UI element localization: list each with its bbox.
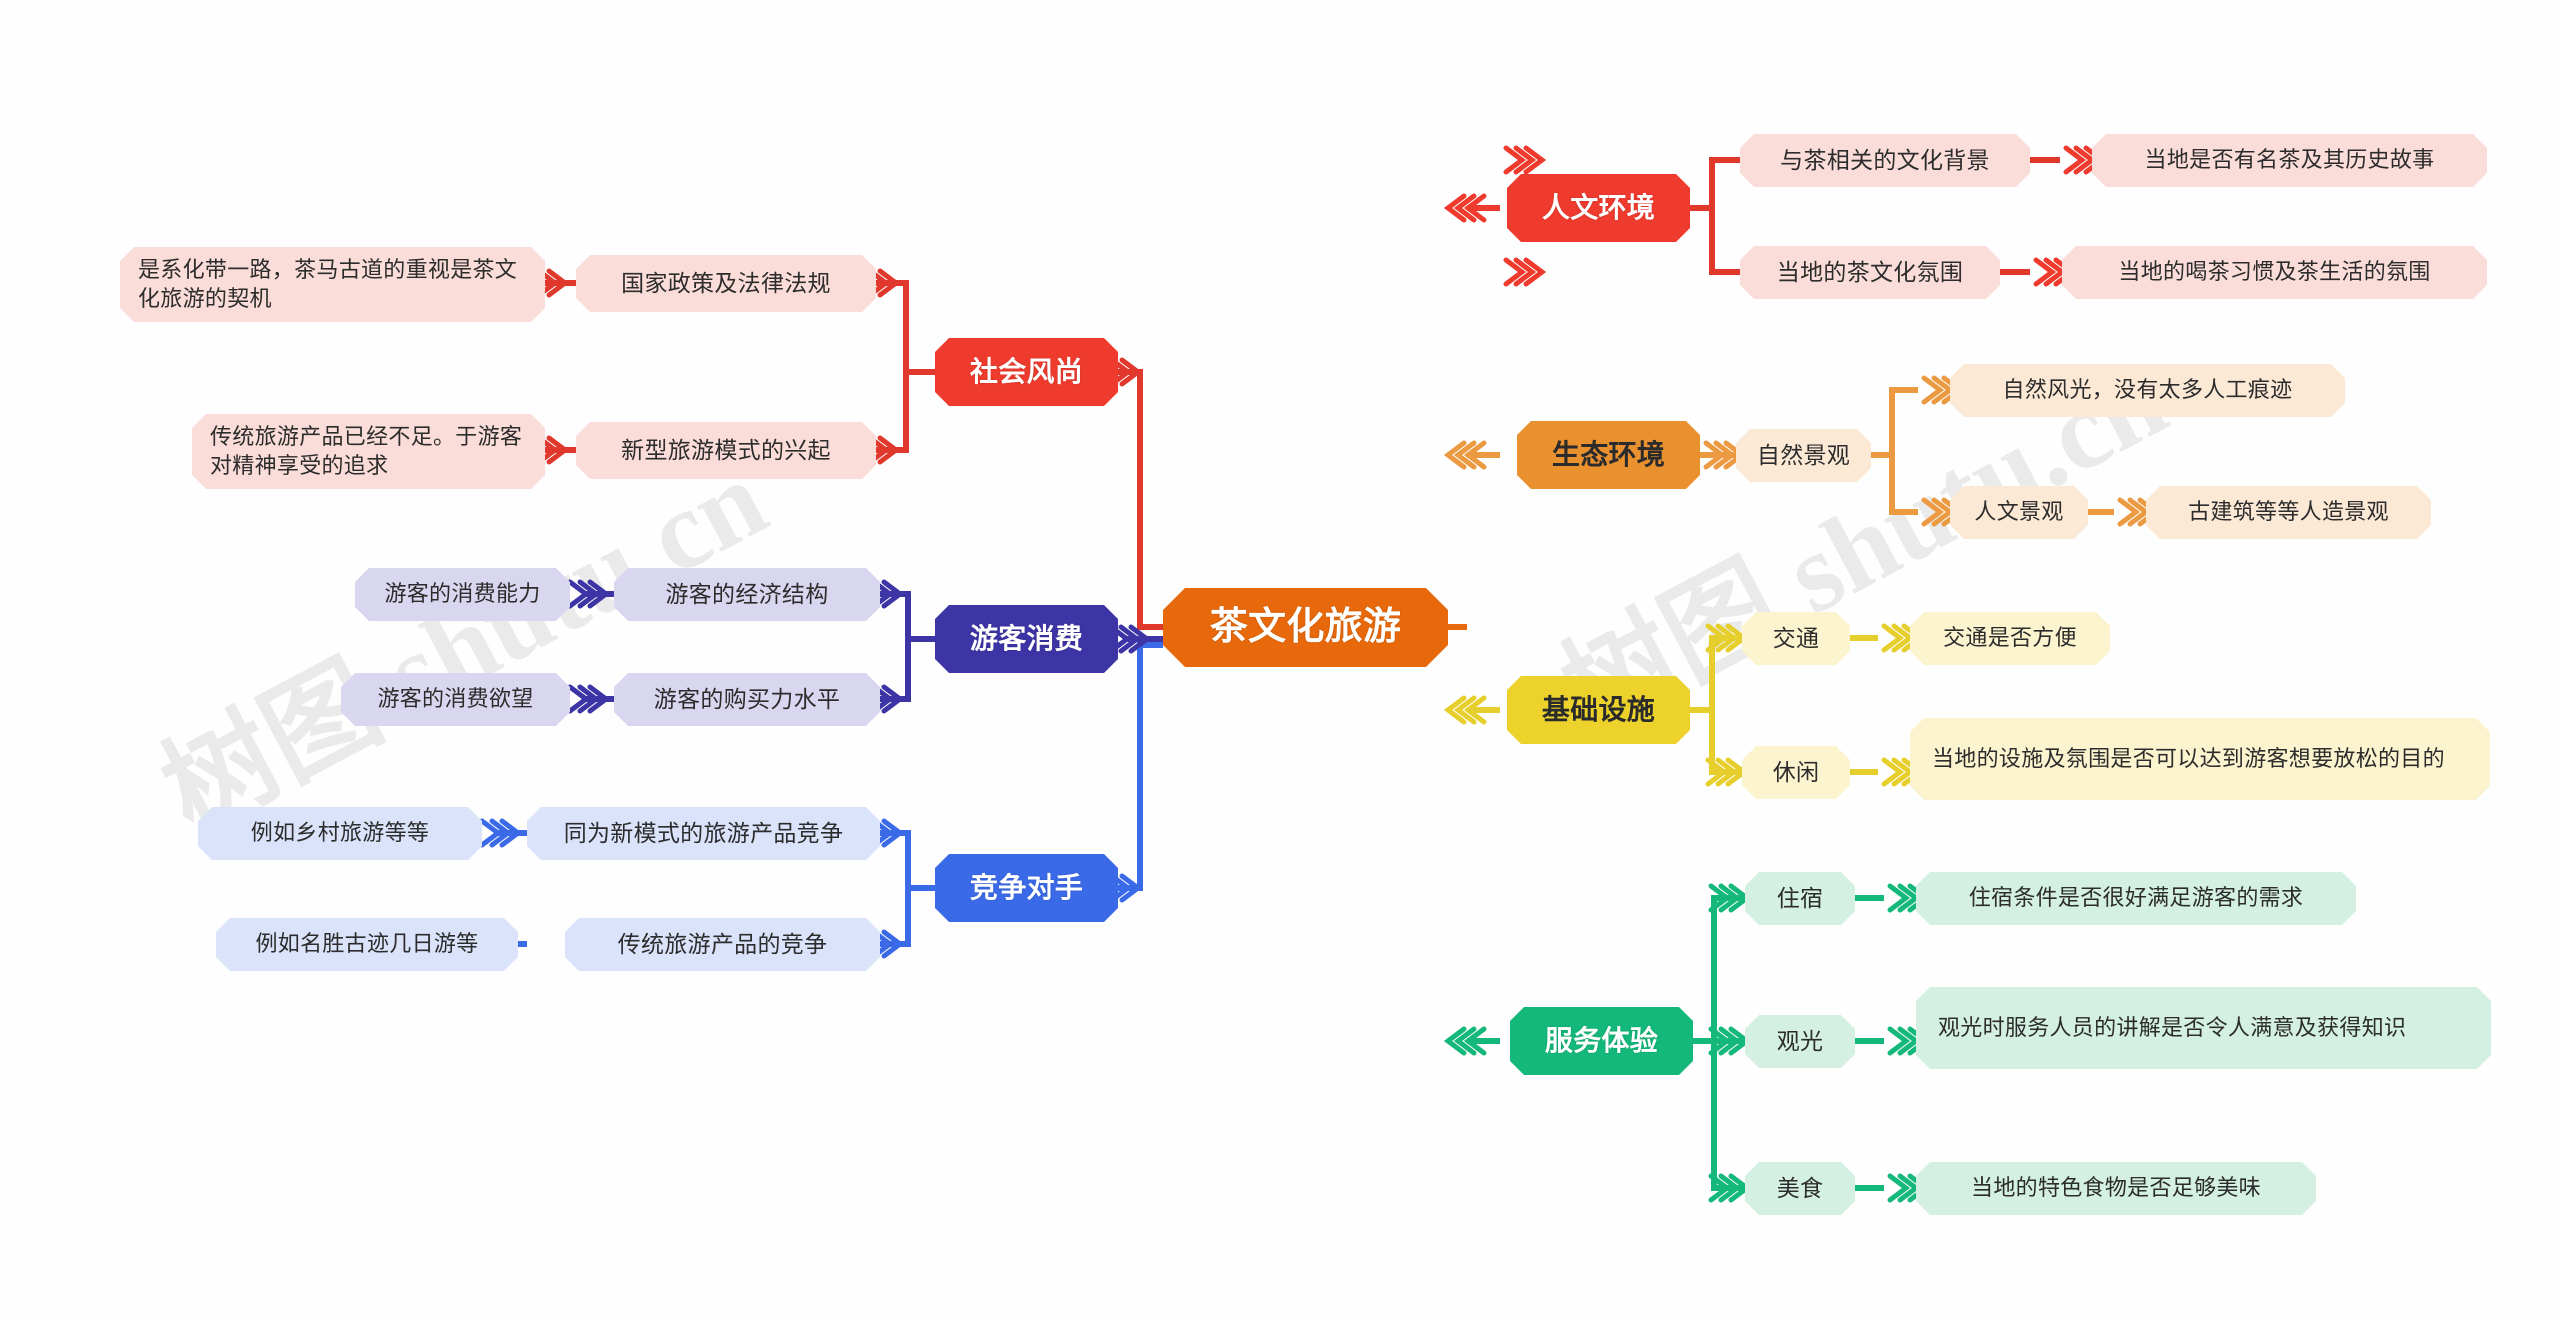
node-consumption-ability[interactable]: 游客的消费能力 [355,568,570,621]
node-tea-cultural-background[interactable]: 与茶相关的文化背景 [1740,134,2030,187]
branch-label: 游客消费 [969,623,1084,655]
node-accommodation-quality[interactable]: 住宿条件是否很好满足游客的需求 [1916,872,2356,925]
node-transportation[interactable]: 交通 [1742,612,1850,665]
node-label: 当地的特色食物是否足够美味 [1971,1175,2261,1201]
node-transport-convenience[interactable]: 交通是否方便 [1910,612,2110,665]
node-famous-tea-history[interactable]: 当地是否有名茶及其历史故事 [2092,134,2487,187]
node-label: 例如名胜古迹几日游等 [255,931,479,957]
branch-tourist-consumption[interactable]: 游客消费 [935,605,1118,673]
node-label: 住宿条件是否很好满足游客的需求 [1968,885,2304,911]
node-new-tourism-mode[interactable]: 新型旅游模式的兴起 [576,422,876,479]
node-local-tea-atmosphere[interactable]: 当地的茶文化氛围 [1740,246,2000,299]
node-rural-tourism-example[interactable]: 例如乡村旅游等等 [198,807,482,860]
node-label: 观光时服务人员的讲解是否令人满意及获得知识 [1938,1014,2407,1040]
node-label: 休闲 [1772,758,1820,785]
branch-label: 社会风尚 [969,356,1084,388]
node-national-policy[interactable]: 国家政策及法律法规 [576,255,876,312]
node-label: 交通 [1772,624,1820,651]
branch-competitors[interactable]: 竞争对手 [935,854,1118,922]
branch-social-fashion[interactable]: 社会风尚 [935,338,1118,406]
node-label: 美食 [1776,1174,1824,1201]
branch-label: 基础设施 [1541,694,1656,726]
node-cultural-landscape[interactable]: 人文景观 [1950,486,2088,539]
node-label: 国家政策及法律法规 [621,269,831,296]
node-label: 是系化带一路，茶马古道的重视是茶文化旅游的契机 [138,257,518,311]
node-traditional-competition[interactable]: 传统旅游产品的竞争 [565,918,880,971]
node-cuisine[interactable]: 美食 [1745,1162,1855,1215]
node-label: 游客的消费欲望 [377,686,534,712]
node-consumption-desire[interactable]: 游客的消费欲望 [341,673,570,726]
branch-infrastructure[interactable]: 基础设施 [1507,676,1690,744]
node-label: 同为新模式的旅游产品竞争 [563,819,844,846]
node-label: 传统旅游产品已经不足。于游客对精神享受的追求 [210,424,523,478]
node-label: 当地是否有名茶及其历史故事 [2144,147,2435,173]
branch-label: 服务体验 [1544,1025,1659,1057]
node-local-food-taste[interactable]: 当地的特色食物是否足够美味 [1916,1162,2316,1215]
node-label: 游客的消费能力 [384,581,541,607]
node-leisure[interactable]: 休闲 [1742,746,1850,799]
node-new-mode-detail[interactable]: 传统旅游产品已经不足。于游客对精神享受的追求 [192,414,545,489]
node-guide-satisfaction[interactable]: 观光时服务人员的讲解是否令人满意及获得知识 [1916,987,2491,1069]
node-ancient-architecture[interactable]: 古建筑等等人造景观 [2146,486,2431,539]
node-economic-structure[interactable]: 游客的经济结构 [614,568,880,621]
branch-label: 人文环境 [1541,192,1656,224]
node-accommodation[interactable]: 住宿 [1745,872,1855,925]
branch-ecological-environment[interactable]: 生态环境 [1517,421,1700,489]
node-purchasing-power[interactable]: 游客的购买力水平 [614,673,880,726]
node-policy-detail[interactable]: 是系化带一路，茶马古道的重视是茶文化旅游的契机 [120,247,545,322]
node-label: 新型旅游模式的兴起 [621,436,831,463]
node-label: 与茶相关的文化背景 [1780,146,1990,173]
node-label: 游客的购买力水平 [653,685,841,712]
node-label: 当地的喝茶习惯及茶生活的氛围 [2118,259,2431,285]
node-relaxation-facilities[interactable]: 当地的设施及氛围是否可以达到游客想要放松的目的 [1910,718,2490,800]
node-natural-scenery[interactable]: 自然风光，没有太多人工痕迹 [1950,364,2345,417]
root-node[interactable]: 茶文化旅游 [1163,588,1448,667]
node-label: 交通是否方便 [1943,625,2077,651]
node-label: 当地的设施及氛围是否可以达到游客想要放松的目的 [1932,745,2445,771]
node-label: 游客的经济结构 [665,580,829,607]
root-label: 茶文化旅游 [1209,606,1402,649]
node-label: 观光 [1776,1027,1824,1054]
node-tea-drinking-habits[interactable]: 当地的喝茶习惯及茶生活的氛围 [2062,246,2487,299]
node-new-mode-competition[interactable]: 同为新模式的旅游产品竞争 [527,807,880,860]
node-label: 自然风光，没有太多人工痕迹 [2002,377,2293,403]
node-scenic-spot-example[interactable]: 例如名胜古迹几日游等 [216,918,518,971]
node-natural-landscape[interactable]: 自然景观 [1736,429,1871,482]
branch-service-experience[interactable]: 服务体验 [1510,1007,1693,1075]
node-label: 当地的茶文化氛围 [1776,258,1964,285]
node-label: 传统旅游产品的竞争 [617,930,828,957]
node-label: 人文景观 [1974,499,2064,525]
branch-label: 生态环境 [1551,439,1666,471]
node-sightseeing[interactable]: 观光 [1745,1015,1855,1068]
node-label: 自然景观 [1756,441,1851,468]
node-label: 古建筑等等人造景观 [2188,499,2389,525]
branch-label: 竞争对手 [969,872,1084,904]
node-label: 例如乡村旅游等等 [250,820,430,846]
node-label: 住宿 [1776,884,1824,911]
branch-cultural-environment[interactable]: 人文环境 [1507,174,1690,242]
